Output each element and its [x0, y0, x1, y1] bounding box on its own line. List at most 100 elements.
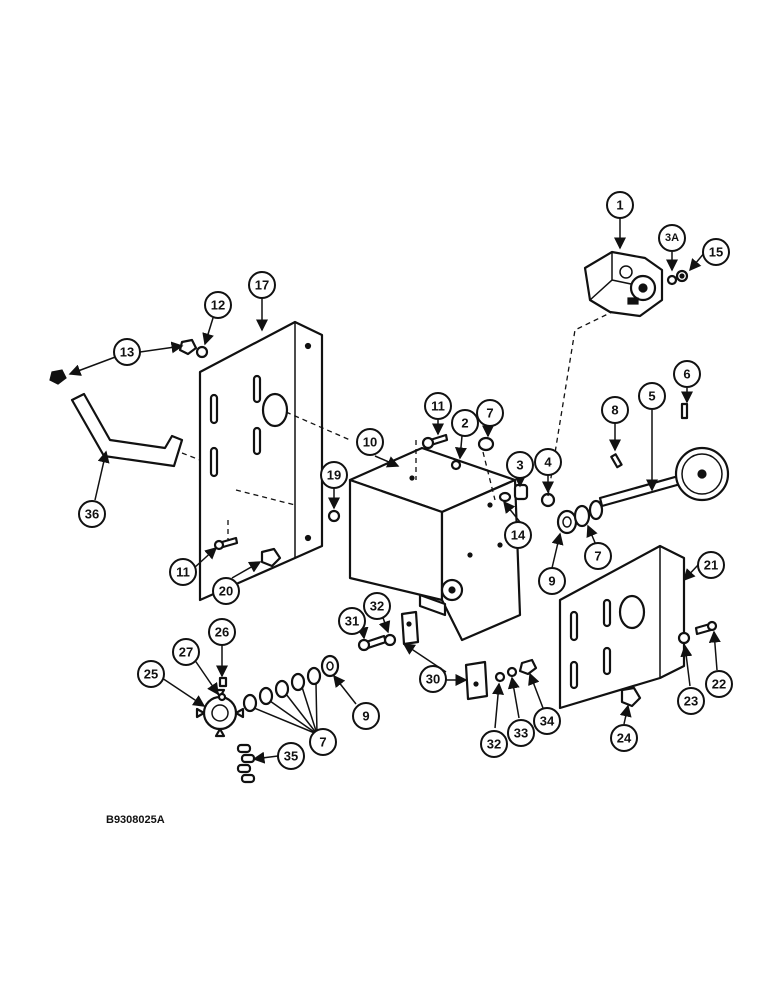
key-8	[610, 453, 623, 469]
bolt-2	[450, 459, 462, 471]
callout-label: 21	[704, 558, 718, 573]
bushing-3	[513, 483, 529, 501]
washer-stack-7	[242, 666, 322, 713]
callout-label: 22	[712, 677, 726, 692]
washer-7-top	[477, 436, 495, 452]
callout-5: 5	[638, 382, 666, 410]
spacer-plate-upper	[400, 610, 420, 646]
callout-1: 1	[606, 191, 634, 219]
nut-13-right	[178, 338, 198, 356]
callout-label: 12	[211, 298, 225, 313]
washer-7-b	[588, 499, 604, 521]
callout-9-right: 9	[538, 567, 566, 595]
callout-label: 8	[611, 403, 618, 418]
callout-24: 24	[610, 724, 638, 752]
callout-14: 14	[504, 521, 532, 549]
washer-14	[498, 491, 512, 503]
bolt-19	[327, 509, 341, 523]
alignment-lines	[181, 311, 613, 540]
callout-label: 2	[461, 416, 468, 431]
callout-label: 20	[219, 584, 233, 599]
callout-11-bottom: 11	[169, 558, 197, 586]
spacer-plate-lower	[464, 660, 489, 701]
callout-label: 3A	[665, 232, 679, 244]
nut-32-upper	[383, 633, 397, 647]
callout-label: 1	[616, 198, 623, 213]
callout-label: 15	[709, 245, 723, 260]
washer-32-lower	[494, 671, 506, 683]
callout-32-lower: 32	[480, 730, 508, 758]
callout-label: 32	[487, 737, 501, 752]
callout-7-right: 7	[584, 542, 612, 570]
callout-8: 8	[601, 396, 629, 424]
leader-lines	[68, 218, 721, 764]
bolt-22	[694, 620, 718, 636]
callout-label: 14	[511, 528, 526, 543]
washer-27	[217, 692, 227, 702]
callout-19: 19	[320, 461, 348, 489]
right-mounting-plate	[558, 544, 686, 710]
callout-15: 15	[702, 238, 730, 266]
callout-label: 4	[544, 455, 552, 470]
nut-24	[620, 686, 642, 708]
callout-33: 33	[507, 719, 535, 747]
callout-9-left: 9	[352, 702, 380, 730]
callout-25: 25	[137, 660, 165, 688]
callout-7-top: 7	[476, 399, 504, 427]
callout-label: 10	[363, 435, 377, 450]
washer-23	[677, 631, 691, 645]
callout-2: 2	[451, 409, 479, 437]
callout-35: 35	[277, 742, 305, 770]
callout-12: 12	[204, 291, 232, 319]
large-sprocket	[674, 446, 730, 502]
callout-32-upper: 32	[363, 592, 391, 620]
washer-33	[506, 666, 518, 678]
callout-13: 13	[113, 338, 141, 366]
callout-3: 3	[506, 451, 534, 479]
callout-label: 27	[179, 645, 193, 660]
nut-20	[260, 547, 282, 568]
callout-label: 7	[486, 406, 493, 421]
washer-3a	[666, 274, 678, 286]
figure-id: B9308025A	[106, 814, 165, 826]
callout-20: 20	[212, 577, 240, 605]
callout-34: 34	[533, 707, 561, 735]
callout-7-stack: 7	[309, 728, 337, 756]
callout-21: 21	[697, 551, 725, 579]
callout-23: 23	[677, 687, 705, 715]
bearing-9-right	[556, 509, 578, 535]
callout-26: 26	[208, 618, 236, 646]
callout-label: 6	[683, 367, 690, 382]
callout-label: 26	[215, 625, 229, 640]
callout-4: 4	[534, 448, 562, 476]
callout-label: 9	[548, 574, 555, 589]
callout-label: 3	[516, 458, 523, 473]
callout-label: 23	[684, 694, 698, 709]
nut-13-left	[49, 369, 67, 385]
callout-30: 30	[419, 665, 447, 693]
callout-label: 9	[362, 709, 369, 724]
callout-3a: 3A	[658, 224, 686, 252]
gearbox-drive-unit	[583, 250, 664, 318]
roller-chain	[236, 743, 256, 784]
nut-15	[675, 269, 689, 283]
callout-label: 19	[327, 468, 341, 483]
left-mounting-plate	[198, 320, 324, 602]
callout-17: 17	[248, 271, 276, 299]
callout-10: 10	[356, 428, 384, 456]
set-screw-26	[218, 676, 228, 688]
callout-label: 5	[648, 389, 655, 404]
callout-label: 11	[431, 399, 445, 414]
callout-label: 33	[514, 726, 528, 741]
callout-6: 6	[673, 360, 701, 388]
callout-label: 7	[319, 735, 326, 750]
washer-12	[195, 345, 209, 359]
callout-label: 31	[345, 614, 359, 629]
bearing-9-left	[320, 654, 340, 678]
callout-31: 31	[338, 607, 366, 635]
key-6	[680, 402, 689, 420]
callout-36: 36	[78, 500, 106, 528]
callout-label: 30	[426, 672, 440, 687]
callout-label: 13	[120, 345, 134, 360]
